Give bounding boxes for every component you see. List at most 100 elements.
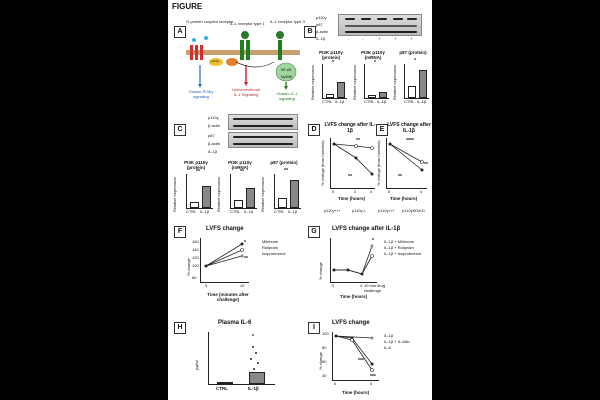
significance-stars-2: ** <box>398 174 402 180</box>
bar-ctrl <box>326 94 334 98</box>
y-tick-100: 100 <box>192 263 199 268</box>
x-tick-0: 0 <box>334 381 337 386</box>
legend-il1b: IL-1β <box>384 333 394 338</box>
significance-stars: * <box>414 58 416 64</box>
significance-stars-3: ** <box>424 162 428 168</box>
y-tick-80: 80 <box>322 345 327 350</box>
bar-il1b <box>419 70 427 98</box>
bar-ctrl <box>234 200 243 208</box>
panel-letter-c: C <box>174 124 186 136</box>
bar-ctrl <box>408 86 416 98</box>
x-tick-ctrl: CTRL <box>404 99 415 104</box>
chart-title: PI3K p110γ (mRNA) <box>228 160 252 170</box>
panel-letter-b: B <box>304 26 316 38</box>
chart-axes <box>330 238 377 283</box>
chart-title: PI3K p110γ (protein) <box>184 160 208 170</box>
chart-title: Plasma IL-6 <box>218 320 252 326</box>
legend-il6: IL-6 <box>384 345 391 350</box>
significance-stars: ** <box>196 169 200 175</box>
bar-ctrl <box>190 202 199 208</box>
western-blot-image-2 <box>228 132 298 148</box>
y-tick-140: 140 <box>192 247 199 252</box>
blot-label-p110: p110γ <box>316 15 327 20</box>
p110-label: p110γ <box>211 59 219 63</box>
blot-label-il1: IL-1β <box>316 36 326 41</box>
panel-letter-a: A <box>174 26 186 38</box>
chart-axes <box>364 64 389 99</box>
x-tick-ctrl: CTRL <box>364 99 375 104</box>
legend-rolipram: Rolipram <box>262 245 279 250</box>
bar-il1b <box>246 188 255 208</box>
blot-label-actin: β-actin <box>316 29 329 34</box>
legend-item-2: p110γ-/- <box>352 208 367 213</box>
y-tick-100: 100 <box>322 331 329 336</box>
chart-axes <box>274 174 301 209</box>
x-tick-il1b: IL-1β <box>248 386 259 391</box>
x-axis-label: Time (hours) <box>342 390 370 395</box>
western-blot-image-1 <box>228 114 298 130</box>
significance-stars-1: ** <box>356 138 360 144</box>
x-axis-label: Time (hours) <box>390 196 418 201</box>
significance-stars-2: ** <box>244 256 248 262</box>
bar-il1b <box>202 186 211 208</box>
bar-il1b <box>249 372 265 384</box>
panel-d-chart: LVFS change after IL-1β % change (from b… <box>320 122 378 206</box>
blot-label-actin-1: β-actin <box>208 123 221 128</box>
line-series-svg <box>332 142 374 176</box>
panel-e-chart: LVFS change after IL-1β % change (from b… <box>374 122 432 206</box>
y-tick-120: 120 <box>192 255 199 260</box>
il1-type2-label: IL-1 receptor type II <box>270 19 305 24</box>
x-tick-4: 4 <box>370 189 373 194</box>
panel-i-chart: LVFS change % change 100 80 60 40 *** **… <box>318 320 430 400</box>
panel-letter-g: G <box>308 226 320 238</box>
panel-letter-f: F <box>174 226 186 238</box>
chart-title: PI3K p110γ (mRNA) <box>361 50 385 60</box>
x-tick-ctrl: CTRL <box>230 209 241 214</box>
significance-stars: * <box>374 60 376 66</box>
chart-axes <box>230 174 257 209</box>
chart-axes <box>322 64 347 99</box>
chart-title: LVFS change after IL-1β <box>387 122 431 134</box>
x-tick-0: 0 <box>332 189 335 194</box>
chart-title: PI3K p110γ (protein) <box>319 50 343 60</box>
chart-title: LVFS change <box>332 320 370 326</box>
chart-axes <box>386 138 427 189</box>
chart-axes <box>404 64 429 99</box>
figure-title: FIGURE <box>172 2 203 11</box>
y-tick-160: 160 <box>192 239 199 244</box>
chart-title: p87 (protein) <box>399 50 427 55</box>
x-tick-ctrl: CTRL <box>216 386 228 391</box>
bar-il1b <box>290 180 299 208</box>
x-tick-il1b: IL-1β <box>377 99 387 104</box>
chart-title: p87 (protein) <box>270 160 298 165</box>
nfkb-label: NF-κB <box>281 68 291 72</box>
legend-item-1: p110γ+/+ <box>324 208 341 213</box>
bar-ctrl <box>217 382 233 384</box>
y-axis-label: Relative expression <box>172 177 177 212</box>
x-tick-ctrl: CTRL <box>274 209 285 214</box>
y-tick-60: 60 <box>322 359 327 364</box>
y-axis-label: Relative expression <box>216 177 221 212</box>
panel-f-chart: LVFS change % change 160 140 120 100 80 … <box>186 226 302 310</box>
panel-b-chart-3: p87 (protein) Relative expression * CTRL… <box>392 50 432 108</box>
x-tick-il1b: IL-1β <box>417 99 427 104</box>
x-axis-label: Time (hours) <box>338 196 366 201</box>
panel-a-diagram: G-protein coupled receptor IL-1 receptor… <box>186 19 305 106</box>
x-tick-il1b: IL-1β <box>335 99 345 104</box>
signaling-diagram-svg <box>186 31 300 90</box>
chart-axes <box>186 174 213 209</box>
bar-il1b <box>337 82 345 98</box>
x-tick-ctrl: CTRL <box>186 209 197 214</box>
x-axis-label: Time (hours) <box>340 294 368 299</box>
significance-stars-1: **** <box>406 138 414 144</box>
blot-label-p87: p87 <box>316 22 323 27</box>
panel-c-chart-1: PI3K p110γ (protein) Relative expression… <box>172 160 216 218</box>
significance-stars: ** <box>284 168 288 174</box>
significance-stars: * <box>252 334 254 340</box>
x-tick-4: 4 <box>420 189 423 194</box>
chart-title: LVFS change after IL-1β <box>332 226 401 232</box>
x-axis-label: Time (minutes after challenge) <box>207 292 249 302</box>
x-tick-4: 4 <box>360 283 363 288</box>
drug-challenge-annotation: 10 min drug challenge <box>364 283 386 293</box>
y-axis-label: Relative expression <box>352 65 357 100</box>
